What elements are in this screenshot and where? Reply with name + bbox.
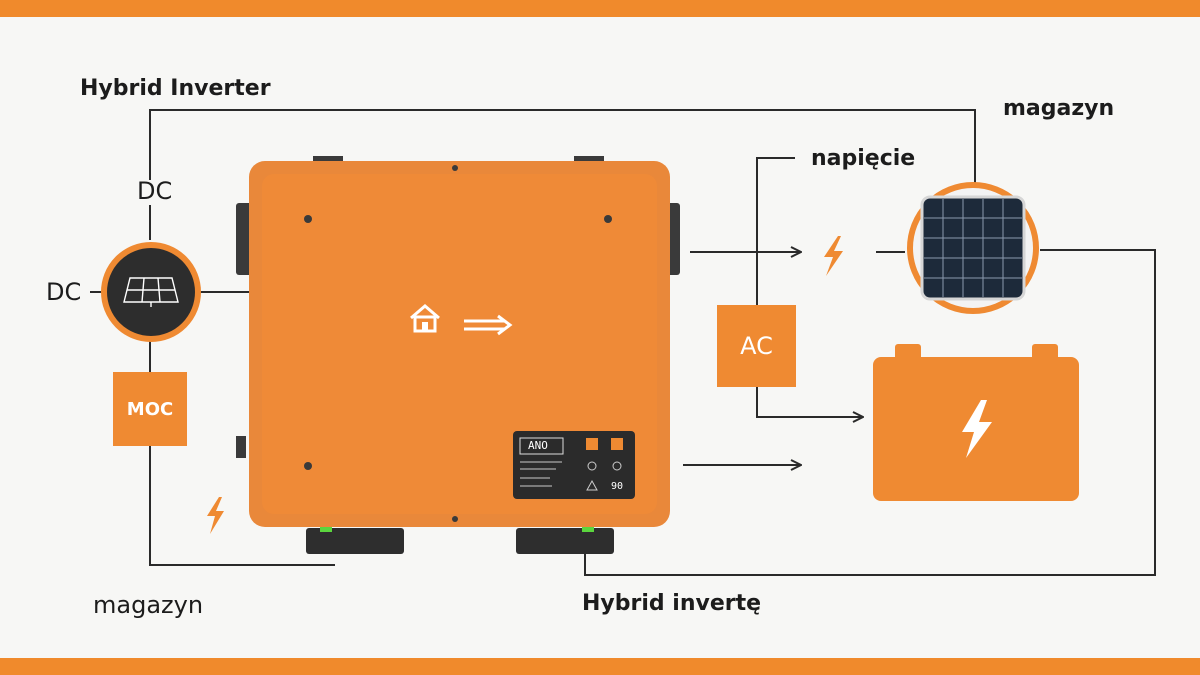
inverter-display-panel: [513, 431, 635, 499]
label-hybrid-bottom: Hybrid invertę: [582, 591, 762, 616]
line-top-loop: [149, 109, 976, 185]
label-dc-top: DC: [137, 177, 173, 205]
inverter-display-value: 90: [611, 481, 624, 492]
top-accent-bar: [0, 0, 1200, 17]
inverter-display-text: ANO: [528, 439, 548, 452]
moc-label: MOC: [126, 398, 174, 420]
line-bottom-right-loop: [584, 249, 1156, 576]
solar-circle-left: [101, 242, 201, 342]
solar-panel-icon: [123, 277, 179, 307]
label-napiecie: napięcie: [811, 146, 916, 171]
lightning-icon: [824, 236, 843, 276]
arrow-right-icon: [464, 314, 513, 336]
line-napiecie-ac: [756, 157, 795, 305]
home-icon: [410, 304, 440, 333]
bottom-accent-bar: [0, 658, 1200, 675]
ac-label: AC: [740, 332, 773, 360]
battery-icon: [873, 344, 1079, 501]
solar-module-circle: [907, 182, 1039, 314]
line-ac-to-battery: [756, 386, 862, 417]
line-moc-to-bottom: [149, 446, 335, 566]
connection-lines: [90, 109, 1156, 576]
title-hybrid-inverter: Hybrid Inverter: [80, 76, 271, 101]
label-dc-left: DC: [46, 278, 82, 306]
label-magazyn-top: magazyn: [1003, 96, 1115, 121]
ac-box: AC: [717, 305, 796, 387]
lightning-icon: [207, 497, 224, 534]
label-magazyn-bottom: magazyn: [93, 591, 204, 619]
solar-module-icon: [920, 195, 1026, 301]
moc-box: MOC: [113, 372, 187, 446]
